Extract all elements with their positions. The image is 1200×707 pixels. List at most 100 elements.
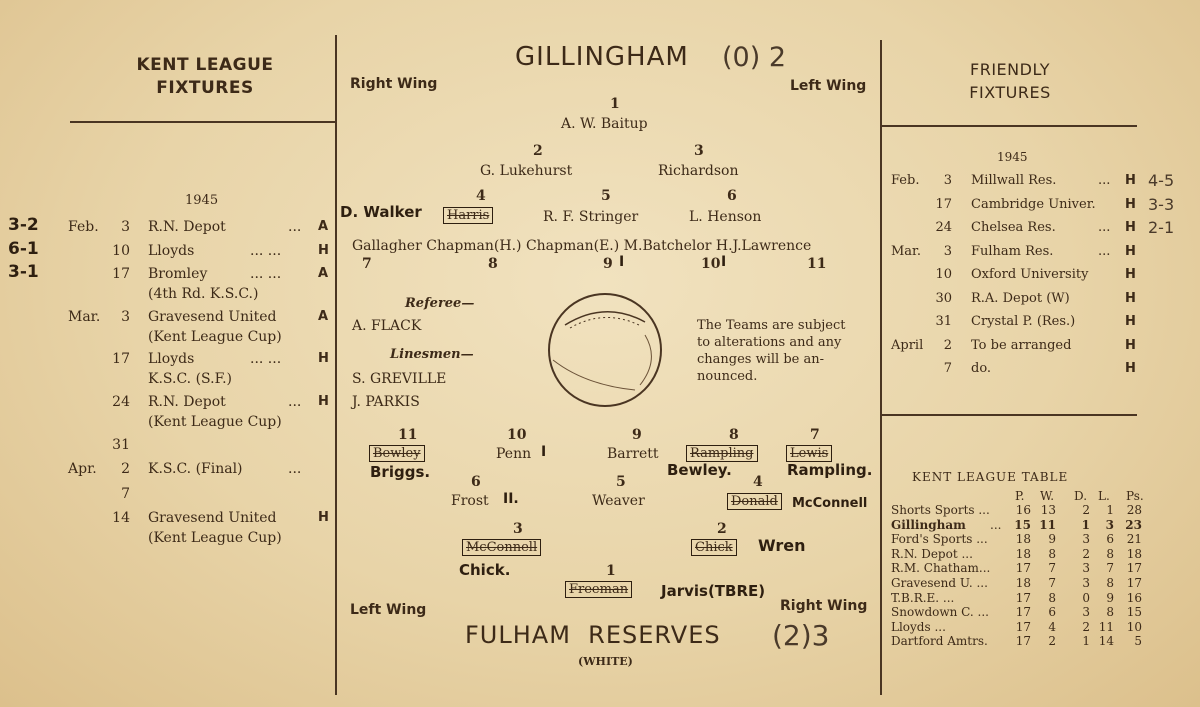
home-number-7: 7 <box>362 256 372 272</box>
away-inside-left: Penn <box>496 446 532 462</box>
home-left-back: Richardson <box>658 163 739 179</box>
league-table-cell: 9 <box>1106 590 1114 605</box>
friendly-fixture-opponent: Cambridge Univer. <box>971 196 1096 212</box>
kent-fixture-month: Feb. <box>68 219 99 235</box>
friendly-fixture-opponent: do. <box>971 361 992 376</box>
linesmen-label: Linesmen— <box>390 347 474 362</box>
friendly-fixture-day: 24 <box>935 220 952 235</box>
right-divider <box>880 40 882 695</box>
league-table-team: Snowdown C. ... <box>891 605 989 620</box>
friendly-fixture-day: 30 <box>935 290 952 306</box>
home-number-6: 6 <box>727 188 737 204</box>
league-table-cell: 2 <box>1082 619 1090 634</box>
right-wing-top-label: Right Wing <box>350 76 438 92</box>
kent-fixture-opponent: Lloyds <box>148 243 195 259</box>
league-table-column-header: Ps. <box>1126 489 1144 503</box>
league-table-cell: 11 <box>1098 619 1114 634</box>
kent-fixture-home-away: H <box>318 510 329 525</box>
friendly-fixture-home-away: H <box>1125 361 1136 376</box>
kent-fixture-month: Mar. <box>68 309 101 325</box>
league-table-team: Shorts Sports ... <box>891 503 990 517</box>
kent-fixture-day: 31 <box>112 437 130 453</box>
kent-fixture-home-away: A <box>318 309 329 324</box>
away-right-half-written: McConnell <box>792 496 868 511</box>
away-right-half-crossed: Donald <box>727 493 782 510</box>
league-table-cell: 4 <box>1048 619 1056 634</box>
league-table-cell: 3 <box>1082 532 1090 547</box>
friendly-fixture-day: 31 <box>935 314 952 329</box>
kent-fixture-day: 14 <box>112 510 130 526</box>
home-centre-half: R. F. Stringer <box>543 209 639 225</box>
kent-fixture-day: 17 <box>112 351 130 367</box>
home-number-1: 1 <box>610 96 620 112</box>
away-left-back-crossed: McConnell <box>462 539 542 556</box>
friendly-fixture-home-away: H <box>1125 314 1136 329</box>
league-table-cell: 5 <box>1134 634 1142 649</box>
away-outside-right-crossed: Lewis <box>786 445 833 462</box>
league-table-cell: 17 <box>1015 634 1031 649</box>
kent-fixture-day: 3 <box>121 309 130 325</box>
notice-line: changes will be an- <box>697 352 824 367</box>
right-heading-rule <box>882 125 1137 127</box>
friendly-fixture-opponent: R.A. Depot (W) <box>971 290 1070 306</box>
league-table-cell: 17 <box>1015 619 1031 634</box>
away-team-name: FULHAM RESERVES <box>465 621 721 649</box>
away-centre-forward: Barrett <box>607 446 659 462</box>
league-table-cell: 6 <box>1048 605 1056 620</box>
away-number-4: 4 <box>753 474 763 490</box>
away-team-colours: (WHITE) <box>578 655 633 668</box>
league-table-cell: 7 <box>1048 576 1056 590</box>
left-wing-bottom-label: Left Wing <box>350 602 427 618</box>
league-table-cell: 17 <box>1015 561 1031 576</box>
friendly-fixture-month: April <box>891 337 924 353</box>
league-table-cell: 14 <box>1098 634 1114 649</box>
home-number-5: 5 <box>601 188 611 204</box>
kent-fixture-result: 3-2 <box>8 215 39 235</box>
league-table-cell: 1 <box>1106 503 1114 517</box>
friendly-fixture-day: 10 <box>935 267 952 282</box>
league-table-cell: 23 <box>1125 517 1142 532</box>
friendly-fixture-home-away: H <box>1125 337 1136 353</box>
kent-fixture-opponent: R.N. Depot <box>148 219 226 235</box>
home-number-11: 11 <box>807 256 827 272</box>
kent-fixture-opponent: Lloyds <box>148 351 195 367</box>
kent-fixture-result: 6-1 <box>8 239 39 259</box>
home-team-name: GILLINGHAM <box>515 42 689 72</box>
friendly-fixture-home-away: H <box>1125 220 1136 235</box>
kent-fixture-opponent: K.S.C. (Final) <box>148 461 243 477</box>
away-goalkeeper-written: Jarvis(TBRE) <box>661 582 766 600</box>
kent-fixture-dots: ... ... <box>250 351 282 367</box>
kent-fixture-day: 7 <box>121 486 130 502</box>
away-number-10: 10 <box>507 427 527 443</box>
home-number-10: 10 <box>701 256 721 272</box>
notice-line: The Teams are subject <box>697 318 846 333</box>
league-table-cell: 17 <box>1126 576 1142 590</box>
league-table-cell: 8 <box>1106 576 1114 590</box>
friendly-fixture-opponent: Oxford University <box>971 267 1089 282</box>
home-number-2: 2 <box>533 143 543 159</box>
league-table-cell: 18 <box>1015 546 1031 561</box>
league-table-cell: 2 <box>1082 503 1090 517</box>
kent-fixture-home-away: H <box>318 243 329 258</box>
league-table-cell: 8 <box>1048 546 1056 561</box>
league-table-cell: 18 <box>1126 546 1142 561</box>
home-number-3: 3 <box>694 143 704 159</box>
notice-line: to alterations and any <box>697 335 842 350</box>
away-left-half-mark: II. <box>503 491 519 507</box>
away-centre-half: Weaver <box>592 493 645 509</box>
league-table-team: Gillingham <box>891 517 966 532</box>
kent-fixture-day: 2 <box>121 461 130 477</box>
kent-fixture-opponent: K.S.C. (S.F.) <box>148 371 233 387</box>
league-table-cell: 7 <box>1048 561 1056 576</box>
league-table-team: Dartford Amtrs. <box>891 634 988 649</box>
friendly-bottom-rule <box>882 414 1137 416</box>
kent-fixture-day: 17 <box>112 266 130 282</box>
home-right-half-written: D. Walker <box>340 203 422 221</box>
kent-fixture-day: 10 <box>112 243 130 259</box>
left-divider <box>335 35 337 695</box>
league-table-team: Ford's Sports ... <box>891 532 988 547</box>
referee-name: A. FLACK <box>352 318 422 334</box>
friendly-fixture-opponent: Fulham Res. <box>971 243 1054 259</box>
league-table-cell: 28 <box>1126 503 1142 517</box>
league-table-cell: 6 <box>1106 532 1114 547</box>
